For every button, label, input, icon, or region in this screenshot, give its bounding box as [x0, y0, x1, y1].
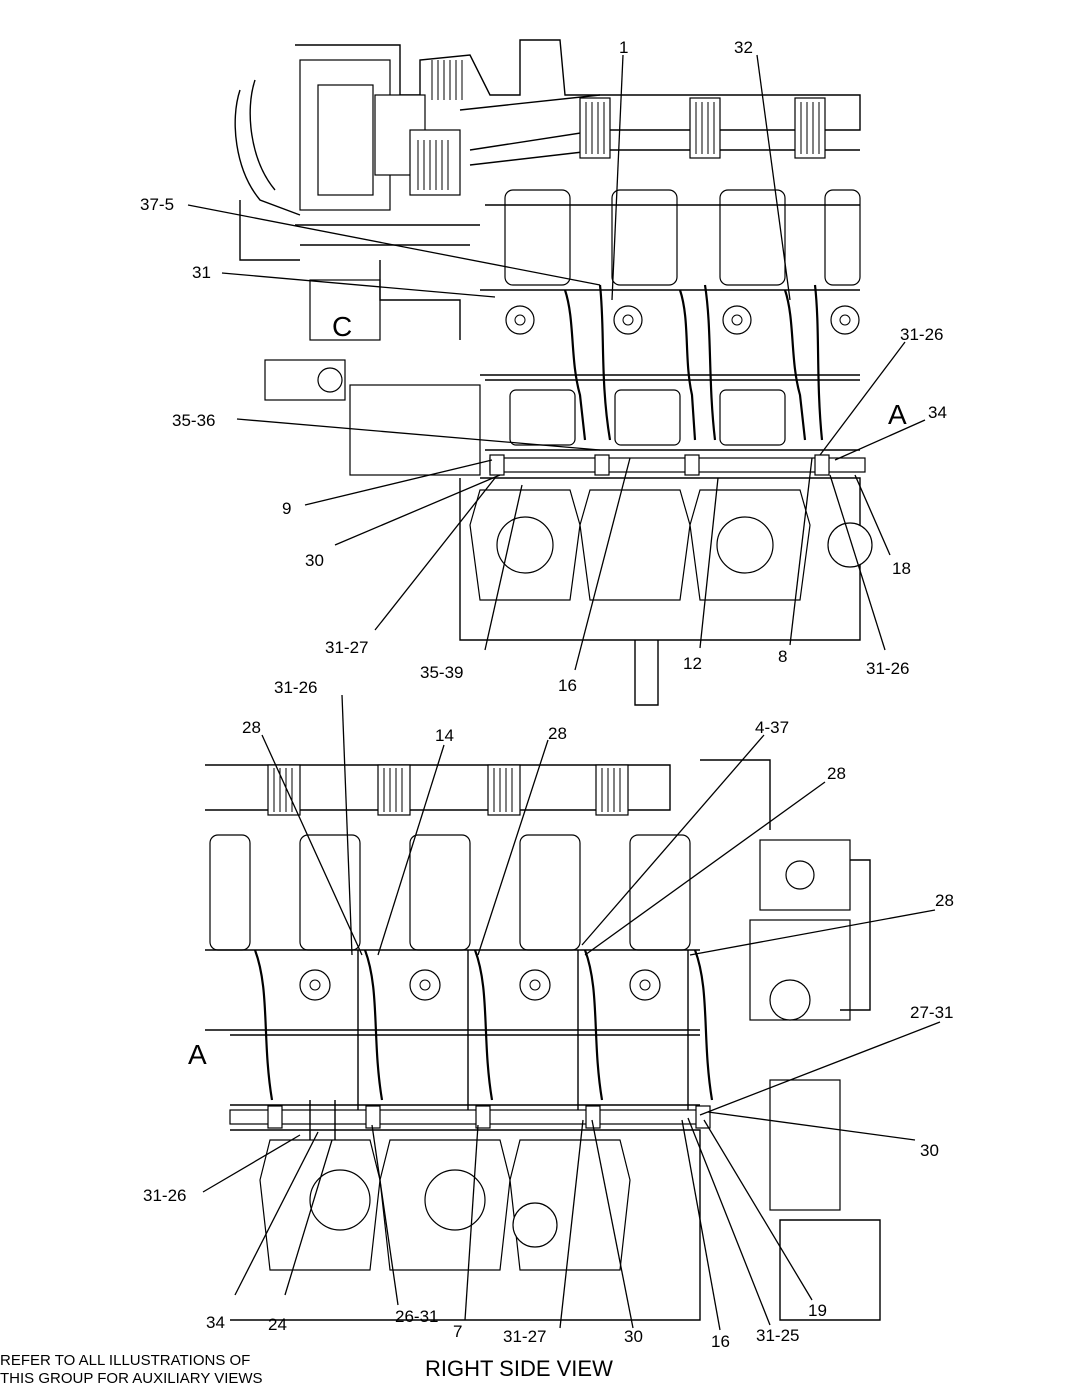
view-letter-a-top: A: [888, 399, 907, 430]
bottom-bellows: [267, 764, 629, 816]
callout-34-bottom: 34: [206, 1313, 225, 1332]
footer-note-line-1: REFER TO ALL ILLUSTRATIONS OF: [0, 1352, 251, 1369]
callout-26-31: 26-31: [395, 1307, 438, 1326]
leader-lines: [187, 54, 941, 1331]
callout-30-bottom: 30: [624, 1327, 643, 1346]
callout-31-27-bottom: 31-27: [503, 1327, 546, 1346]
callout-30-top: 30: [305, 551, 324, 570]
callout-31-27-top: 31-27: [325, 638, 368, 657]
view-title: RIGHT SIDE VIEW: [425, 1356, 613, 1381]
callout-30-bottom-right: 30: [920, 1141, 939, 1160]
bottom-callouts: 31-26 28 14 28 4-37 28 28 27-31 A 30 31-…: [143, 678, 954, 1351]
bottom-engine-illustration: [205, 759, 881, 1321]
top-lower-plates: [469, 489, 873, 601]
view-letter-a-bottom: A: [188, 1039, 207, 1070]
top-engine-illustration: [234, 39, 873, 706]
bottom-cylinder-heads: [209, 834, 691, 951]
callout-14: 14: [435, 726, 454, 745]
callout-31-26-bottom-top: 31-26: [274, 678, 317, 697]
callout-27-31: 27-31: [910, 1003, 953, 1022]
top-tubes: [563, 284, 824, 441]
callout-31-26-top: 31-26: [900, 325, 943, 344]
callout-34-top: 34: [928, 403, 947, 422]
callout-31-26-top-lower: 31-26: [866, 659, 909, 678]
callout-28-d: 28: [935, 891, 954, 910]
callout-9: 9: [282, 499, 291, 518]
callout-28-c: 28: [827, 764, 846, 783]
top-cylinder-heads: [485, 189, 861, 286]
callout-19: 19: [808, 1301, 827, 1320]
callout-16-top: 16: [558, 676, 577, 695]
callout-24: 24: [268, 1315, 287, 1334]
callout-12: 12: [683, 654, 702, 673]
callout-18: 18: [892, 559, 911, 578]
bottom-tubes: [253, 949, 714, 1110]
callout-8: 8: [778, 647, 787, 666]
callout-28-b: 28: [548, 724, 567, 743]
callout-1: 1: [619, 38, 628, 57]
footer-note: REFER TO ALL ILLUSTRATIONS OF THIS GROUP…: [0, 1352, 330, 1388]
callout-35-36: 35-36: [172, 411, 215, 430]
callout-31-top: 31: [192, 263, 211, 282]
callout-31-26-bottom: 31-26: [143, 1186, 186, 1205]
callout-4-37: 4-37: [755, 718, 789, 737]
callout-28-a: 28: [242, 718, 261, 737]
callout-35-39: 35-39: [420, 663, 463, 682]
top-callouts: 1 32 37-5 C 31 31-26 A 34 35-36 9 30 18 …: [140, 38, 947, 695]
top-rail-clamps: [489, 454, 830, 476]
bottom-inspection-covers: [299, 969, 661, 1001]
callout-31-25: 31-25: [756, 1326, 799, 1345]
top-inspection-covers: [505, 305, 860, 335]
callout-37-5: 37-5: [140, 195, 174, 214]
view-letter-c: C: [332, 311, 352, 342]
callout-16-bottom: 16: [711, 1332, 730, 1351]
callout-32: 32: [734, 38, 753, 57]
callout-7: 7: [453, 1322, 462, 1341]
top-bellows: [579, 97, 826, 159]
bottom-lower-plates: [259, 1139, 631, 1271]
footer-note-line-2: THIS GROUP FOR AUXILIARY VIEWS: [0, 1370, 263, 1387]
